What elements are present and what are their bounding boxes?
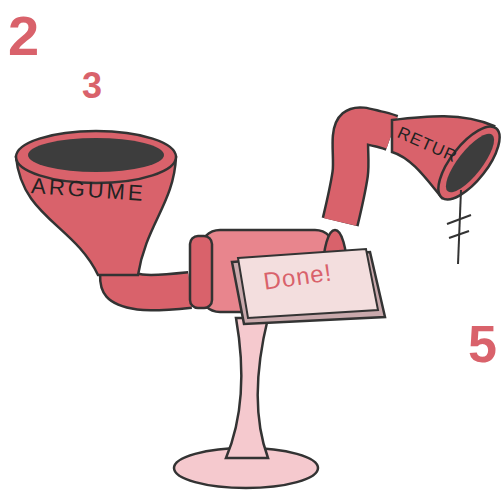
- output-funnel-shape: [428, 117, 501, 209]
- motion-line: [458, 190, 461, 264]
- pipe-connector: [340, 125, 392, 222]
- floating-number: 3: [82, 68, 102, 104]
- pipe-connector: [118, 275, 190, 293]
- output-funnel: RETUR: [392, 108, 500, 200]
- input-funnel: ARGUME: [12, 125, 180, 275]
- machine-body-shape: [190, 236, 212, 308]
- machine-body-shape: [238, 249, 378, 318]
- motion-line: [447, 215, 471, 224]
- stand-stem: [226, 318, 268, 458]
- machine-body: Done!: [190, 222, 385, 325]
- pipe-outline: [340, 125, 392, 222]
- input-funnel-shape: [28, 138, 164, 172]
- floating-number: 2: [8, 8, 39, 64]
- floating-number: 5: [468, 318, 497, 370]
- motion-line: [449, 231, 469, 238]
- pipe-outline: [118, 275, 190, 293]
